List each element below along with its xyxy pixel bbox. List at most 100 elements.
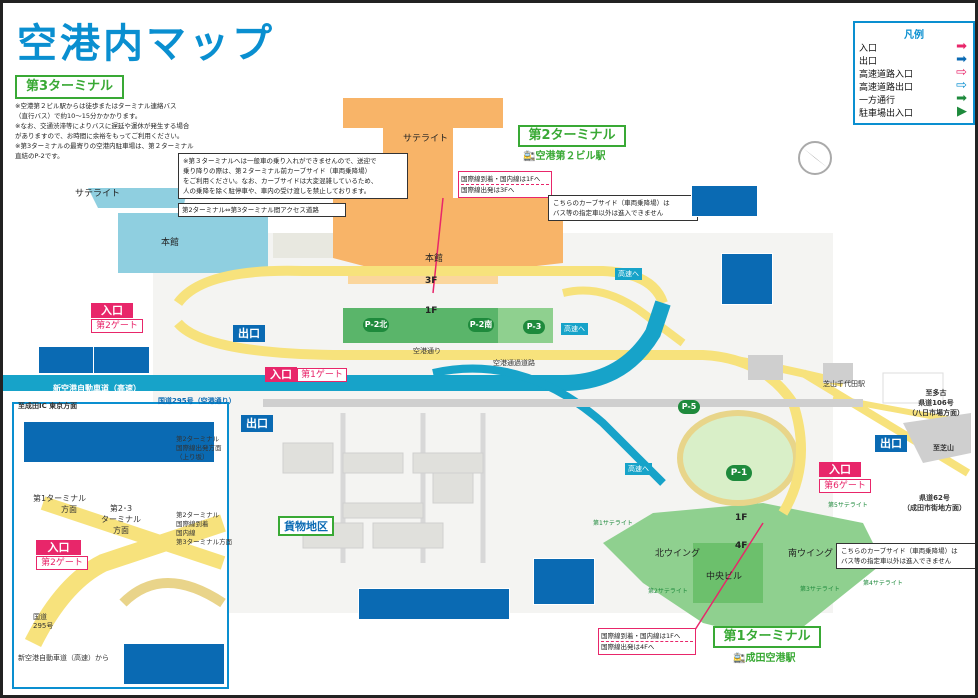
t2-satellite (343, 98, 503, 128)
inset-t2-departures: 第2ターミナル 国際線出発方面 （上り坂） (176, 435, 222, 462)
legend-highway-entry: 高速道路入口 (859, 70, 914, 80)
to-highway-label: 高速へ (615, 268, 642, 280)
inset-line: （上り坂） (176, 453, 209, 461)
gate-label: 第2ゲート (91, 319, 143, 333)
inset-entry-label: 入口 (36, 540, 81, 555)
inset-route295: 国道 295号 (33, 613, 53, 631)
t1-floor-1f: 1F (735, 513, 748, 523)
callout-line: ※第３ターミナルへは一般車の乗り入れができませんので、送迎で (183, 157, 377, 165)
t3-note-line: ※なお、交通渋滞等によりバスに遅延や運休が発生する場合 (15, 122, 190, 130)
inset-line: 第3ターミナル方面 (176, 538, 233, 546)
t1-south-wing: 南ウイング (788, 549, 834, 559)
entry-label: 入口 (819, 462, 861, 477)
airport-road-2-label: 空港通過道路 (493, 359, 535, 367)
t2-floor-1f: 1F (425, 306, 438, 316)
entry-label: 入口 (265, 367, 297, 382)
t2-station: 🚉空港第２ビル駅 (523, 147, 605, 162)
shibayama-label: 至芝山 (933, 444, 954, 452)
t1-floor-callout: 国際線到着・国内線は1Fへ 国際線出発は4Fへ (598, 628, 696, 655)
gate-label: 第6ゲート (819, 479, 871, 493)
legend-one-way: 一方通行 (859, 96, 896, 106)
compass (798, 141, 832, 175)
one-way-arrow-icon: ➡ (956, 91, 967, 106)
terminal1-label: 第1ターミナル (713, 626, 821, 648)
callout-line: こちらのカーブサイド（車両乗降場）は (553, 199, 670, 207)
t1-satellite-label: 第5サテライト (828, 502, 868, 509)
callout-line: バス等の指定車以外は進入できません (841, 557, 952, 565)
inset-line: 第2･3 (109, 504, 133, 513)
inset-line: 第2ターミナル (176, 435, 220, 443)
callout-line: 国際線到着・国内線は1Fへ (461, 175, 541, 183)
highway-line (3, 300, 671, 391)
route106-line: （八日市場方面） (908, 409, 964, 417)
t1-curbside-callout: こちらのカーブサイド（車両乗降場）は バス等の指定車以外は進入できません (836, 543, 975, 569)
parking-badge: P-3 (523, 320, 545, 334)
highway-entry-arrow-icon: ⇨ (956, 65, 967, 80)
t1-floor-4f: 4F (735, 541, 748, 551)
inset-t2-arrivals: 第2ターミナル 国際線到着 国内線 第3ターミナル方面 (176, 511, 232, 547)
legend-highway-exit: 高速道路出口 (859, 83, 914, 93)
t1-satellite-label: 第2サテライト (648, 588, 688, 595)
inset-t1-direction: 第1ターミナル 方面 (33, 493, 86, 515)
parking-badge: P-5 (678, 400, 700, 414)
road-sign (721, 253, 773, 305)
inset-line: 第2ターミナル (176, 511, 220, 519)
legend: 凡例 入口 ➡ 出口 ➡ 高速道路入口 ⇨ 高速道路出口 ⇨ 一方通行 ➡ 駐車… (853, 21, 975, 125)
exit-label: 出口 (241, 415, 273, 432)
legend-exit: 出口 (859, 57, 878, 67)
t3-note-line: （直行バス）で約10～15分かかかります。 (15, 112, 142, 120)
legend-title: 凡例 (904, 30, 924, 41)
airport-road-label: 空港通り (413, 347, 441, 355)
t3-main-label: 本館 (161, 238, 180, 248)
t1-station-name: 成田空港駅 (745, 653, 796, 664)
cargo-area-label: 貨物地区 (278, 516, 334, 536)
to-highway-label: 高速へ (561, 323, 588, 335)
callout-line: 国際線出発は4Fへ (601, 641, 693, 652)
t1-satellite-label: 第3サテライト (800, 586, 840, 593)
route106-line: 県道106号 (918, 399, 954, 407)
route106-label: 至多古 県道106号 （八日市場方面） (908, 388, 964, 418)
road-sign (123, 643, 225, 685)
t3-note-line: ※第3ターミナルの最寄りの空港内駐車場は、第２ターミナル (15, 142, 194, 150)
train-icon: 🚉 (733, 653, 746, 664)
t3-access-road-callout: 第2ターミナル⇔第3ターミナル間アクセス道路 (178, 203, 346, 217)
t3-note-line: がありますので、お時間に余裕をもってご利用ください。 (15, 132, 184, 140)
terminal3-notes: ※空港第２ビル駅からは徒歩またはターミナル連絡バス （直行バス）で約10～15分… (15, 101, 245, 161)
inset-line: 方面 (113, 526, 129, 535)
t3-notice-callout: ※第３ターミナルへは一般車の乗り入れができませんので、送迎で 乗り降りの際は、第… (178, 153, 408, 199)
entry-label: 入口 (91, 303, 133, 318)
exit-label: 出口 (875, 435, 907, 452)
inset-from-highway: 新空港自動車道（高速）から (18, 654, 109, 662)
callout-line: 乗り降りの際は、第２ターミナル前カーブサイド（車両乗降場） (183, 167, 372, 175)
inset-line: 国際線出発方面 (176, 444, 222, 452)
road-sign (691, 185, 758, 217)
gate-label: 第1ゲート (297, 368, 347, 382)
tokyo-direction-label: 至成田IC 東京方面 (18, 402, 78, 410)
t1-satellite-label: 第1サテライト (593, 520, 633, 527)
callout-line: 国際線到着・国内線は1Fへ (601, 632, 681, 640)
t1-central: 中央ビル (706, 572, 743, 582)
parking-badge: P-2北 (363, 318, 389, 332)
inset-line: 国際線到着 (176, 520, 209, 528)
t2-main (333, 198, 563, 271)
road-sign (23, 421, 215, 463)
t2-curbside-callout: こちらのカーブサイド（車両乗降場）は バス等の指定車以外は進入できません (548, 195, 698, 221)
inset-line: 295号 (33, 622, 54, 630)
callout-line: 国際線出発は3Fへ (461, 184, 549, 195)
inset-line: ターミナル (101, 515, 141, 524)
route62-label: 県道62号 （成田市街地方面） (903, 493, 966, 513)
t2-satellite-label: サテライト (403, 134, 449, 144)
inset-t23-direction: 第2･3 ターミナル 方面 (101, 503, 141, 536)
t1-north-wing: 北ウイング (655, 549, 701, 559)
road-sign (533, 558, 595, 605)
to-highway-label: 高速へ (625, 463, 652, 475)
page-title: 空港内マップ (17, 21, 275, 67)
t1-station: 🚉成田空港駅 (733, 649, 795, 664)
terminal2-label: 第2ターミナル (518, 125, 626, 147)
shibayama-chiyoda-label: 芝山千代田駅 (823, 380, 865, 388)
road-sign (358, 588, 510, 620)
inset-gate-label: 第2ゲート (36, 556, 88, 570)
parking-badge: P-1 (726, 465, 752, 481)
parking-triangle-icon: ▶ (957, 104, 967, 119)
